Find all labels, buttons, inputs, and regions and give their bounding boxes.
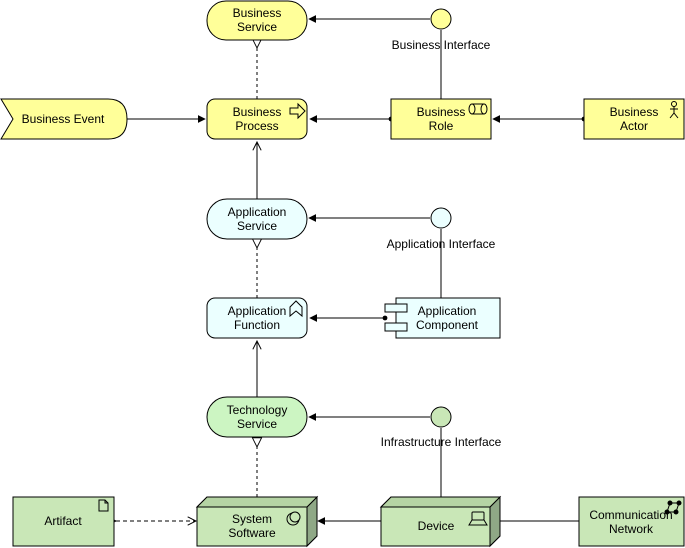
application-component-label-2: Component [416,318,479,332]
application-function-label-2: Function [234,318,280,332]
function-chevron-icon [289,300,303,318]
infrastructure-interface-label: Infrastructure Interface [381,435,502,449]
component-icon [384,303,408,332]
business-interface-label: Business Interface [392,38,491,52]
technology-service-label-2: Service [237,417,277,431]
communication-network-label-2: Network [609,522,654,536]
infrastructure-interface-node[interactable]: Infrastructure Interface [381,406,502,449]
system-software-icon [286,511,301,526]
application-function-node[interactable]: Application Function [206,297,308,339]
device-label: Device [418,519,455,533]
system-software-node[interactable]: System Software [195,495,319,548]
application-component-label-1: Application [418,304,477,318]
business-service-node[interactable]: Business Service [206,0,308,41]
business-event-node[interactable]: Business Event [0,98,128,140]
system-software-label-1: System [232,512,272,526]
business-process-node[interactable]: Business Process [206,98,308,140]
technology-service-node[interactable]: Technology Service [206,396,308,438]
application-interface-node[interactable]: Application Interface [387,207,496,251]
network-icon [664,500,682,515]
business-interface-node[interactable]: Business Interface [392,8,491,52]
technology-service-label-1: Technology [227,403,288,417]
business-process-label-1: Business [233,105,282,119]
business-actor-node[interactable]: Business Actor [583,98,685,140]
business-role-label-1: Business [417,105,466,119]
business-service-label-2: Service [237,20,277,34]
artifact-label: Artifact [44,514,82,528]
application-service-node[interactable]: Application Service [206,198,308,240]
stick-figure-icon [669,101,679,119]
communication-network-node[interactable]: Communication Network [578,496,685,547]
business-role-node[interactable]: Business Role [390,98,492,140]
business-actor-label-2: Actor [620,119,648,133]
application-service-label-2: Service [237,219,277,233]
application-function-label-1: Application [228,304,287,318]
application-component-node[interactable]: Application Component [384,297,501,339]
process-arrow-icon [289,102,306,120]
business-service-label-1: Business [233,6,282,20]
artifact-node[interactable]: Artifact [12,496,115,547]
business-actor-label-1: Business [610,105,659,119]
device-node[interactable]: Device [379,495,502,548]
communication-network-label-1: Communication [589,508,672,522]
document-icon [98,499,109,512]
device-icon [468,511,488,526]
business-event-label: Business Event [22,112,105,126]
business-role-label-2: Role [429,119,454,133]
business-process-label-2: Process [235,119,278,133]
application-interface-label: Application Interface [387,237,496,251]
system-software-label-2: Software [228,526,276,540]
application-service-label-1: Application [228,205,287,219]
role-cylinder-icon [468,103,488,115]
